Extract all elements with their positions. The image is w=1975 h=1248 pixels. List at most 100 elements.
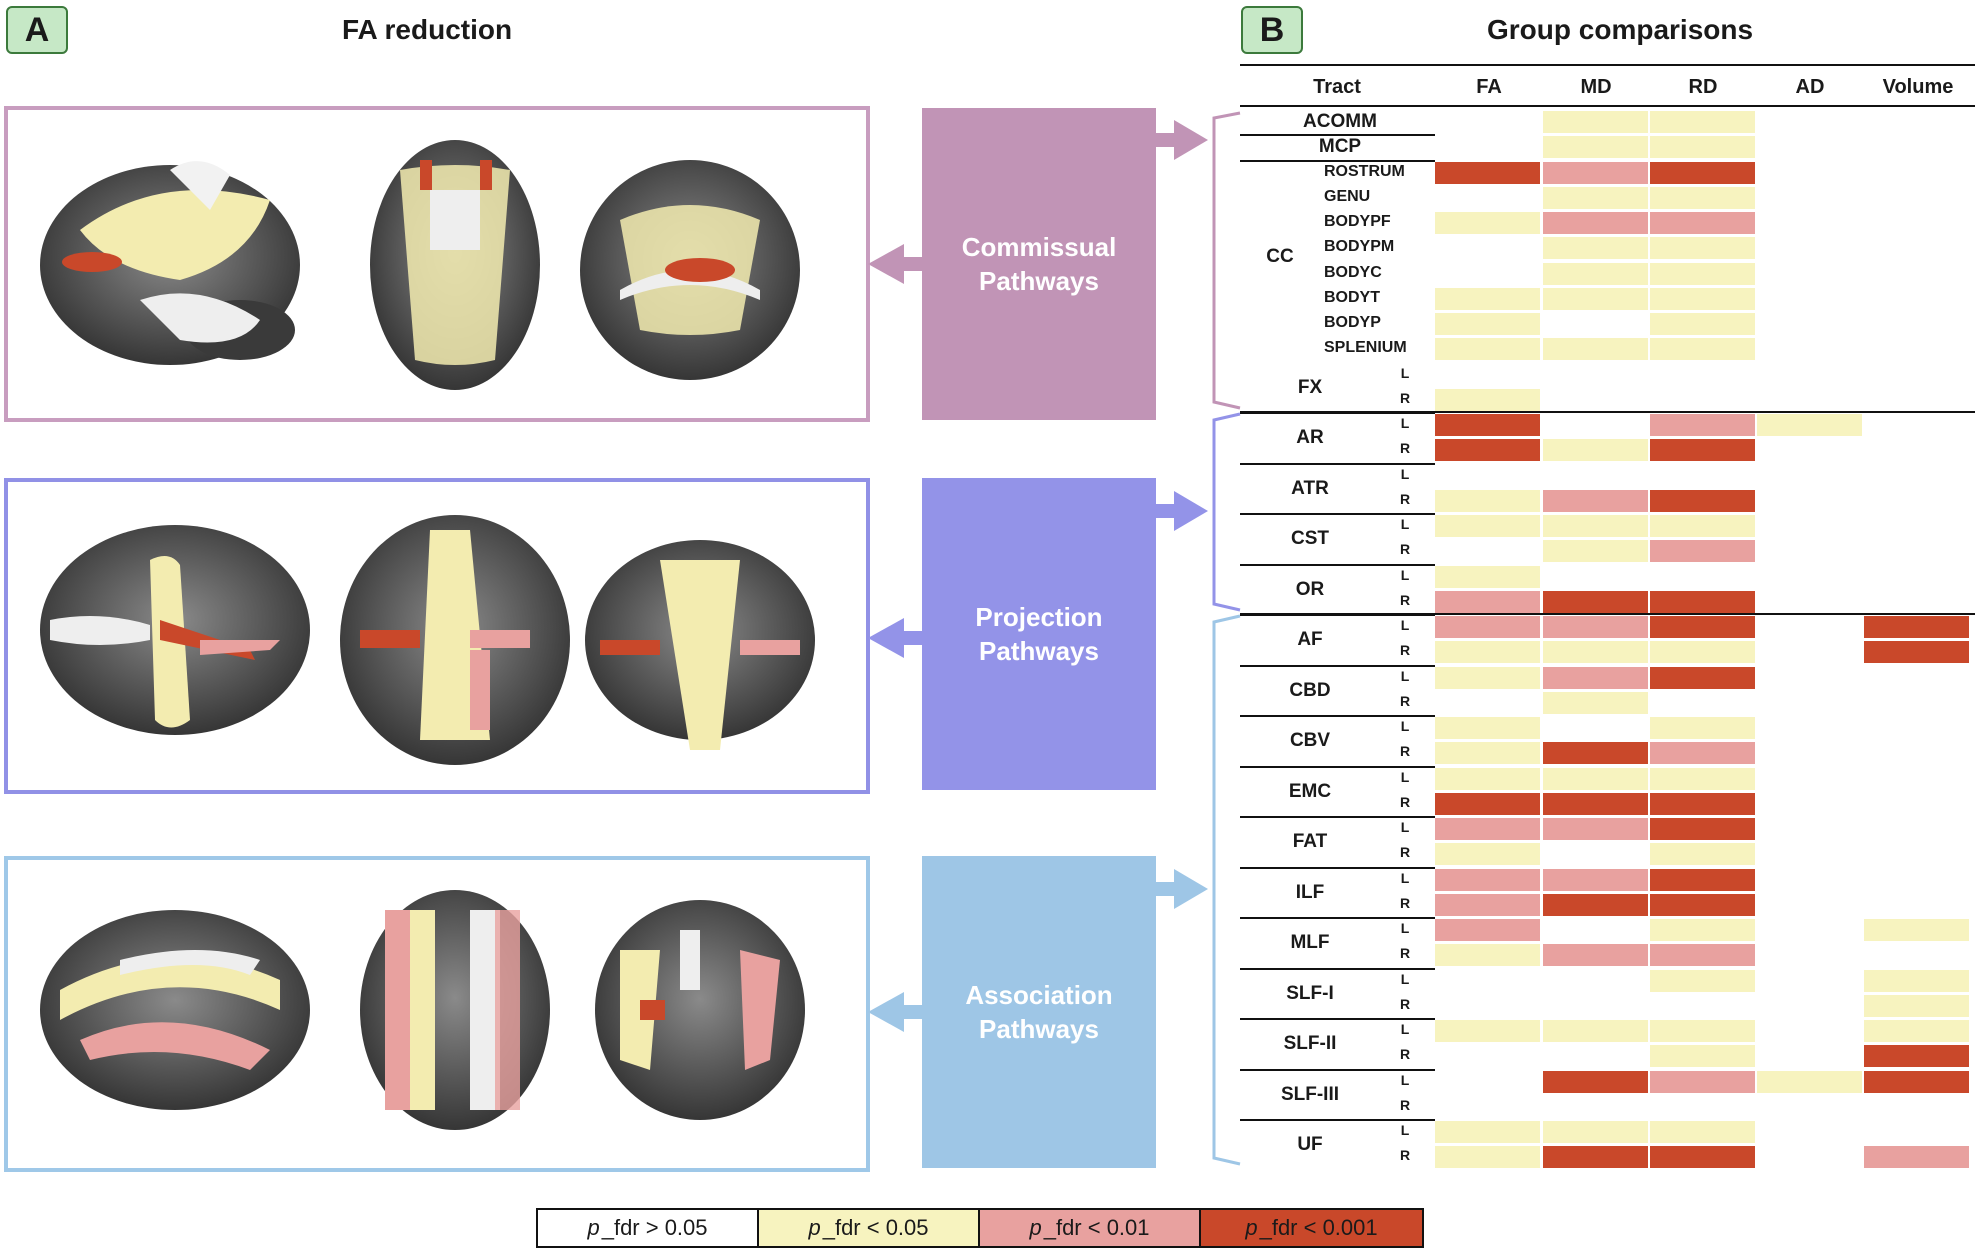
cell-rostrum-rd (1650, 161, 1755, 184)
side-ar-l: L (1400, 415, 1410, 431)
commissural-label-1: Commissual (961, 232, 1117, 262)
cell-ar-l-rd (1650, 414, 1755, 436)
col-header-fa: FA (1476, 76, 1502, 98)
cell-atr-r-fa (1435, 489, 1540, 512)
cell-emc-r-rd (1650, 792, 1755, 815)
side-slf-i-r: R (1399, 995, 1411, 1012)
side-af-l: L (1400, 617, 1410, 633)
cell-bodypf-rd (1650, 212, 1755, 234)
cell-cbd-l-md (1543, 666, 1648, 689)
sep-projection-association (1240, 613, 1975, 615)
cell-ilf-l-fa (1435, 868, 1540, 891)
cell-ilf-r-fa (1435, 893, 1540, 916)
side-or-l: L (1400, 566, 1410, 583)
side-ilf-r: R (1399, 894, 1411, 911)
cell-acomm-rd (1650, 111, 1755, 133)
tract-cst: CST (1291, 528, 1329, 549)
sep-acomm (1240, 134, 1435, 137)
tract-slf-iii: SLF-III (1280, 1083, 1340, 1105)
legend-item-0001: p_fdr < 0.001 (1201, 1210, 1422, 1246)
cell-slf-ii-l-md (1543, 1020, 1648, 1042)
tract-atr: ATR (1291, 477, 1329, 499)
left-arrow-1 (868, 244, 924, 284)
cell-fat-l-fa (1435, 818, 1540, 840)
cell-bodyt-rd (1650, 287, 1755, 310)
cell-af-r-md (1543, 641, 1648, 664)
tract-or: OR (1295, 578, 1325, 600)
brain-axial-3 (360, 890, 550, 1130)
cell-ar-r-fa (1435, 439, 1540, 462)
cell-uf-l-fa (1435, 1121, 1540, 1143)
cell-fat-l-md (1543, 818, 1648, 840)
cell-bodyt-fa (1435, 287, 1540, 310)
brain-coronal-3 (595, 900, 805, 1120)
cell-ar-r-rd (1650, 439, 1755, 462)
side-cbv-l: L (1400, 718, 1410, 734)
commissural-bracket (1212, 111, 1241, 410)
tract-mlf: MLF (1290, 932, 1330, 953)
sub-rostrum: ROSTRUM (1324, 162, 1405, 180)
side-slf-ii-r: R (1399, 1046, 1411, 1063)
cell-rostrum-md (1543, 161, 1648, 184)
cell-mlf-l-rd (1650, 919, 1755, 941)
side-emc-r: R (1399, 793, 1411, 810)
brain-sagittal-2 (40, 525, 310, 735)
side-mlf-l: L (1400, 920, 1410, 936)
col-header-md: MD (1580, 76, 1612, 98)
cell-ilf-r-rd (1650, 893, 1755, 916)
cell-slf-ii-l-rd (1650, 1020, 1755, 1042)
sep-af (1240, 614, 1435, 616)
cell-af-l-volume (1864, 616, 1969, 638)
table-top-line (1240, 64, 1975, 66)
cell-splenium-md (1543, 338, 1648, 361)
sep-slf-i (1240, 967, 1435, 970)
cell-fx-r-fa (1435, 388, 1540, 411)
cell-mcp-md (1543, 136, 1648, 159)
side-slf-ii-l: L (1400, 1021, 1410, 1037)
cell-cbv-r-rd (1650, 742, 1755, 765)
side-af-r: R (1399, 642, 1411, 659)
cell-genu-rd (1650, 186, 1755, 209)
cell-slf-ii-l-volume (1864, 1020, 1969, 1042)
brain-axial-1 (370, 140, 540, 390)
tract-ar: AR (1296, 427, 1324, 448)
col-header-volume: Volume (1882, 76, 1954, 98)
right-arrow-3 (1156, 869, 1208, 909)
side-fx-r: R (1399, 389, 1411, 406)
cell-mlf-l-fa (1435, 919, 1540, 941)
cell-or-r-rd (1650, 590, 1755, 613)
sep-ilf (1240, 866, 1435, 869)
cell-cst-r-rd (1650, 540, 1755, 563)
cell-atr-r-md (1543, 489, 1648, 512)
cell-af-r-rd (1650, 641, 1755, 664)
brain-coronal-2 (585, 540, 815, 750)
side-cbd-l: L (1400, 667, 1410, 684)
cell-af-l-rd (1650, 616, 1755, 638)
tract-acomm: ACOMM (1303, 111, 1377, 132)
col-header-rd: RD (1688, 76, 1718, 98)
cell-bodyp-fa (1435, 313, 1540, 335)
tract-fat: FAT (1292, 831, 1328, 852)
side-cbv-r: R (1399, 743, 1411, 760)
sep-cst (1240, 513, 1435, 515)
cell-af-r-volume (1864, 641, 1969, 664)
tract-ilf: ILF (1295, 881, 1325, 903)
cell-or-r-md (1543, 590, 1648, 613)
cell-bodypm-md (1543, 237, 1648, 260)
cell-splenium-fa (1435, 338, 1540, 361)
cell-mlf-r-rd (1650, 944, 1755, 967)
cell-uf-r-md (1543, 1146, 1648, 1169)
cell-ar-l-ad (1757, 414, 1862, 436)
col-header-ad: AD (1795, 76, 1825, 98)
side-uf-l: L (1400, 1122, 1410, 1138)
sep-emc (1240, 765, 1435, 768)
side-fx-l: L (1400, 364, 1410, 381)
cell-af-l-md (1543, 616, 1648, 638)
cell-bodyp-rd (1650, 313, 1755, 335)
cell-genu-md (1543, 186, 1648, 209)
sep-commissural-projection (1240, 411, 1975, 413)
association-bracket (1212, 614, 1241, 1166)
cell-fat-r-rd (1650, 843, 1755, 866)
sep-ar (1240, 412, 1435, 414)
